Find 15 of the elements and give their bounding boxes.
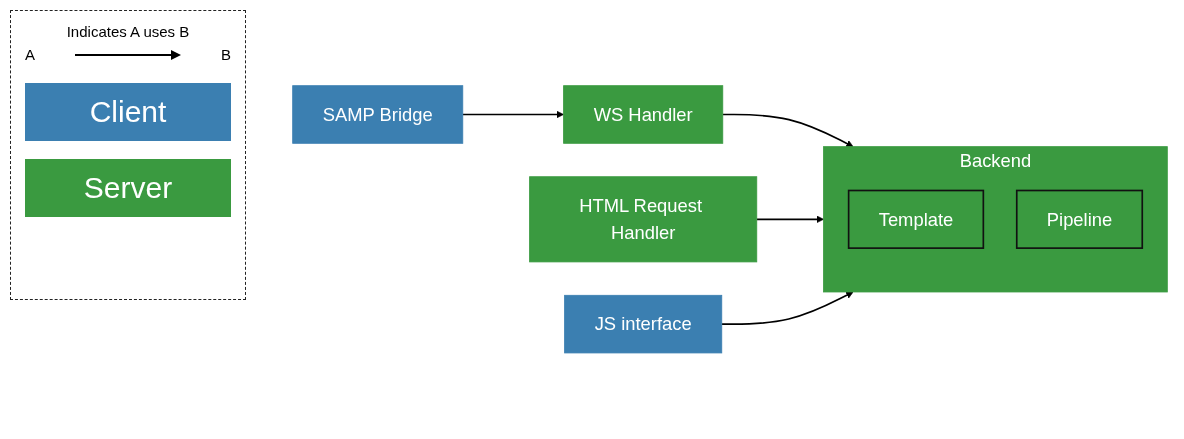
arrow (720, 291, 854, 326)
node-box: Template (847, 189, 985, 250)
arrow (721, 113, 854, 148)
arrow (755, 215, 824, 224)
label: A (25, 46, 35, 63)
legend-swatch: Server (25, 159, 231, 217)
node-box: HTML Request Handler (529, 176, 758, 263)
legend-swatch: Client (25, 83, 231, 141)
legend-text: Indicates A uses B (65, 23, 191, 40)
node-box: SAMP Bridge (292, 85, 464, 144)
arrow (461, 111, 564, 119)
label: B (221, 46, 231, 63)
node-box: JS interface (564, 295, 723, 354)
node-box: WS Handler (563, 85, 724, 144)
node-box: Pipeline (1015, 189, 1144, 250)
